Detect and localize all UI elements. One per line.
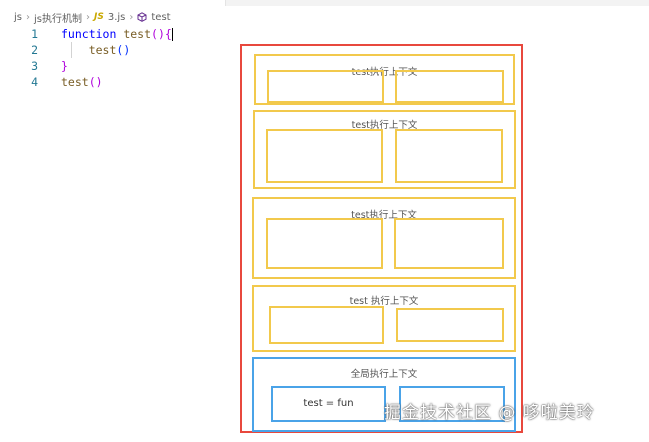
symbol-method-icon	[137, 12, 147, 22]
execution-context-box: test执行上下文	[254, 54, 515, 105]
context-inner-box	[399, 386, 505, 422]
context-inner-box	[396, 308, 504, 342]
code-text: function test(){	[61, 26, 173, 42]
watermark: 掘金技术社区 @ 哆啦美玲	[384, 403, 595, 423]
breadcrumb-item-file[interactable]: 3.js	[107, 11, 126, 23]
active-tab-edge	[0, 0, 226, 6]
keyword-function: function	[61, 27, 124, 41]
global-execution-context-box: 全局执行上下文 test = fun	[252, 357, 516, 432]
call-stack-frame: test执行上下文 test执行上下文 test执行上下文 test 执行上下文…	[240, 44, 523, 433]
context-label: test 执行上下文	[349, 296, 419, 307]
call-parens: ()	[88, 75, 103, 89]
breadcrumb-item-js[interactable]: js	[14, 11, 22, 23]
breadcrumb: js › js执行机制 › JS 3.js › test	[14, 10, 171, 25]
close-brace: }	[61, 59, 68, 73]
context-inner-box	[269, 306, 384, 344]
indent-guide	[71, 42, 72, 58]
breadcrumb-item-folder[interactable]: js执行机制	[34, 13, 82, 25]
call-name: test	[61, 75, 89, 89]
context-inner-box	[267, 70, 384, 103]
code-line[interactable]: 1 function test(){	[0, 26, 240, 42]
execution-context-box: test执行上下文	[253, 110, 516, 189]
line-number: 3	[31, 59, 38, 73]
indent	[61, 43, 89, 57]
chevron-right-icon: ›	[26, 11, 30, 23]
chevron-right-icon: ›	[129, 11, 134, 23]
code-text: test()	[61, 42, 131, 58]
code-text: test()	[61, 74, 103, 90]
chevron-right-icon: ›	[86, 11, 90, 23]
code-line[interactable]: 3 }	[0, 58, 240, 74]
call-name: test	[88, 43, 117, 57]
line-number: 2	[31, 43, 38, 57]
line-number: 1	[31, 27, 38, 41]
function-name: test	[123, 27, 152, 41]
variable-binding: test = fun	[303, 398, 354, 409]
call-parens: ()	[116, 43, 131, 57]
context-inner-box	[266, 129, 383, 183]
parens: ()	[151, 27, 165, 41]
open-brace: {	[164, 27, 172, 41]
variable-box: test = fun	[271, 386, 386, 422]
execution-context-box: test执行上下文	[252, 197, 516, 279]
text-cursor	[171, 28, 173, 41]
code-text: }	[61, 58, 68, 74]
js-file-icon: JS	[94, 12, 104, 22]
line-number: 4	[31, 75, 38, 89]
context-inner-box	[266, 218, 383, 269]
context-inner-box	[395, 70, 504, 103]
context-label: test执行上下文	[351, 120, 418, 131]
code-line[interactable]: 2 test()	[0, 42, 240, 58]
context-label: test执行上下文	[351, 210, 417, 221]
context-label: 全局执行上下文	[350, 369, 418, 380]
code-line[interactable]: 4 test()	[0, 74, 240, 90]
execution-context-box: test 执行上下文	[252, 285, 516, 352]
tab-strip	[0, 0, 649, 6]
context-inner-box	[394, 218, 504, 269]
context-inner-box	[395, 129, 503, 183]
context-label: test执行上下文	[351, 67, 418, 78]
breadcrumb-item-symbol[interactable]: test	[151, 11, 171, 23]
code-editor[interactable]: 1 function test(){ 2 test() 3 } 4 test()	[0, 26, 240, 90]
